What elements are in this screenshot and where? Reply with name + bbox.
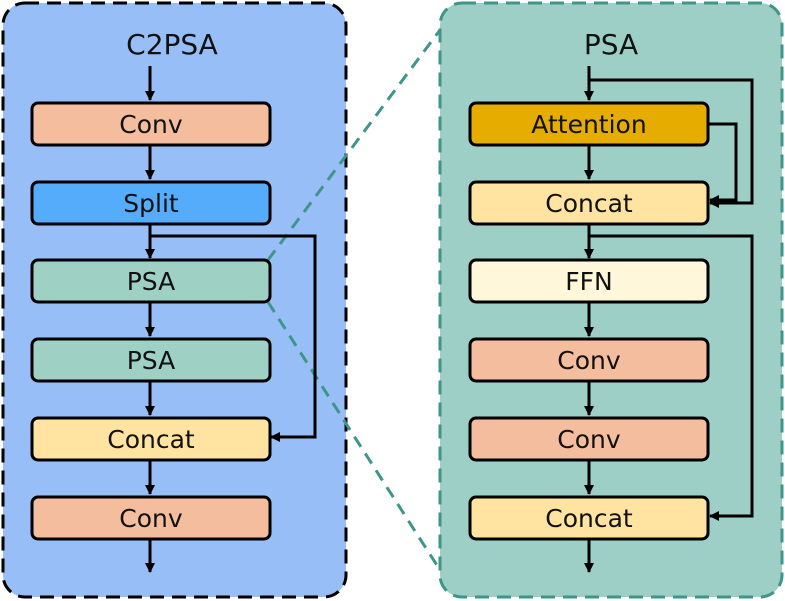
right-flow (584, 66, 754, 573)
right-block-concat-1-box (468, 180, 710, 226)
left-block-split-label: Split (123, 189, 179, 218)
left-block-conv-2: Conv (30, 495, 272, 541)
right-block-ffn-label: FFN (565, 267, 612, 296)
right-block-concat-1-label: Concat (545, 189, 633, 218)
left-block-psa-1: PSA (30, 258, 272, 304)
left-block-conv-1-label: Conv (119, 110, 183, 139)
right-block-concat-1: Concat (468, 180, 710, 226)
left-flow (145, 66, 317, 573)
left-block-psa-1-label: PSA (127, 267, 176, 296)
right-block-concat-2-box (468, 495, 710, 541)
right-block-concat-2-label: Concat (545, 504, 633, 533)
right-block-ffn-box (468, 258, 710, 304)
right-block-conv-1-label: Conv (557, 346, 621, 375)
right-panel-title: PSA (584, 28, 638, 61)
left-block-conv-1-box (30, 101, 272, 147)
left-block-concat: Concat (30, 416, 272, 462)
zoom-line-top (266, 29, 442, 261)
left-block-psa-2-box (30, 337, 272, 383)
left-block-conv-2-label: Conv (119, 504, 183, 533)
right-block-conv-1: Conv (468, 337, 710, 383)
left-block-conv-1: Conv (30, 101, 272, 147)
left-panel-title: C2PSA (126, 28, 218, 61)
left-block-psa-1-box (30, 258, 272, 304)
left-block-split: Split (30, 180, 272, 226)
left-block-split-box (30, 180, 272, 226)
right-block-attention: Attention (468, 101, 710, 147)
left-block-psa-2-label: PSA (127, 346, 176, 375)
left-block-psa-2: PSA (30, 337, 272, 383)
right-block-concat-2: Concat (468, 495, 710, 541)
zoom-line-bottom (266, 301, 442, 571)
right-block-attention-box (468, 101, 710, 147)
left-block-conv-2-box (30, 495, 272, 541)
right-block-conv-1-box (468, 337, 710, 383)
right-block-attention-label: Attention (531, 110, 646, 139)
right-block-conv-2-label: Conv (557, 425, 621, 454)
left-block-concat-label: Concat (107, 425, 195, 454)
right-block-conv-2: Conv (468, 416, 710, 462)
right-block-conv-2-box (468, 416, 710, 462)
left-block-concat-box (30, 416, 272, 462)
right-block-ffn: FFN (468, 258, 710, 304)
